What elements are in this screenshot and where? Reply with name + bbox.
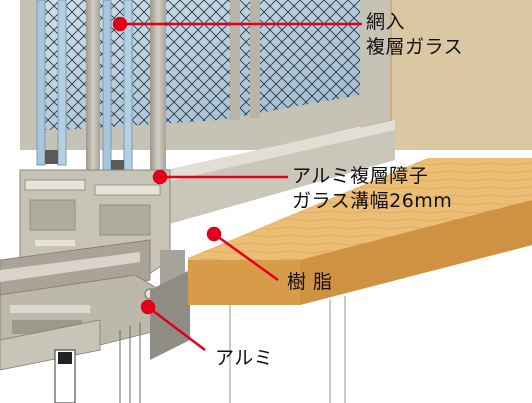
resin-frame — [150, 250, 190, 360]
leader-dot-aluminum-sash — [152, 169, 168, 185]
label-aluminum: アルミ — [215, 346, 273, 371]
label-wired-glass: 網入 複層ガラス — [366, 10, 463, 60]
leader-dot-aluminum — [140, 299, 156, 315]
wall-lower-structure — [54, 296, 346, 403]
leader-lines — [112, 16, 362, 351]
leader-line-resin — [213, 232, 279, 282]
leader-dot-resin — [206, 226, 222, 242]
label-wired-glass-line2: 複層ガラス — [366, 36, 464, 58]
label-aluminum-sash-line1: アルミ複層障子 — [292, 165, 429, 187]
aluminum-profile — [0, 169, 171, 371]
label-wired-glass-line1: 網入 — [366, 11, 406, 33]
sill-track — [166, 120, 395, 225]
leader-dot-wired-glass — [112, 16, 128, 32]
label-aluminum-sash-line2: ガラス溝幅26mm — [292, 190, 453, 212]
wood-sill — [188, 158, 532, 305]
label-aluminum-sash: アルミ複層障子 ガラス溝幅26mm — [292, 164, 452, 214]
leader-line-aluminum — [147, 306, 206, 351]
label-aluminum-text: アルミ — [215, 347, 274, 369]
label-resin: 樹 脂 — [287, 270, 333, 295]
glass-panels — [20, 0, 390, 176]
label-resin-text: 樹 脂 — [287, 271, 333, 293]
